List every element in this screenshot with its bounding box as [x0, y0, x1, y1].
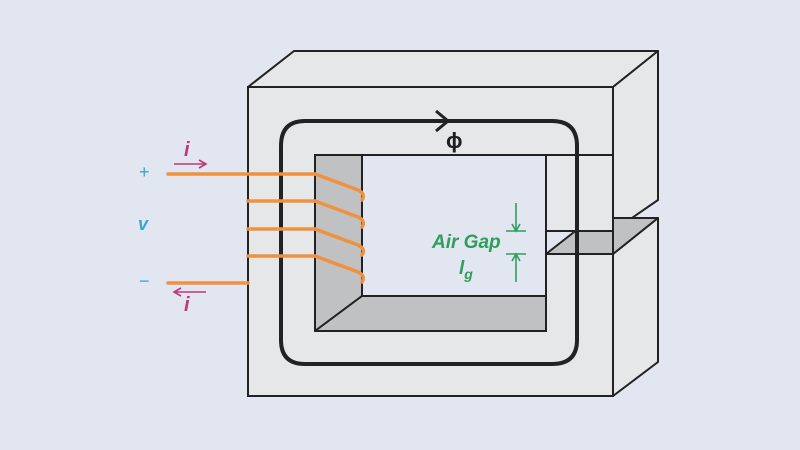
air-gap-label: Air Gap: [432, 232, 501, 253]
flux-path: [279, 119, 579, 366]
gap-length-sub: g: [464, 265, 473, 282]
voltage-label: v: [138, 214, 149, 234]
current-in-label: i: [184, 139, 190, 161]
current-arrow-out-icon: [172, 287, 206, 297]
flux-label: ϕ: [446, 128, 463, 153]
plus-terminal-label: +: [139, 162, 150, 182]
upper-limb-front: [545, 154, 614, 232]
gap-length-label: lg: [459, 258, 473, 282]
current-out-label: i: [184, 294, 190, 316]
flux-arrow-icon: [435, 109, 451, 133]
minus-terminal-label: −: [139, 271, 150, 291]
gap-length-main: l: [459, 258, 465, 279]
coil-winding: [166, 172, 366, 285]
lower-limb-front: [546, 254, 613, 331]
air-gap-dimension: [506, 203, 526, 282]
current-arrow-in-icon: [174, 159, 208, 169]
core-top-face: [247, 50, 659, 88]
